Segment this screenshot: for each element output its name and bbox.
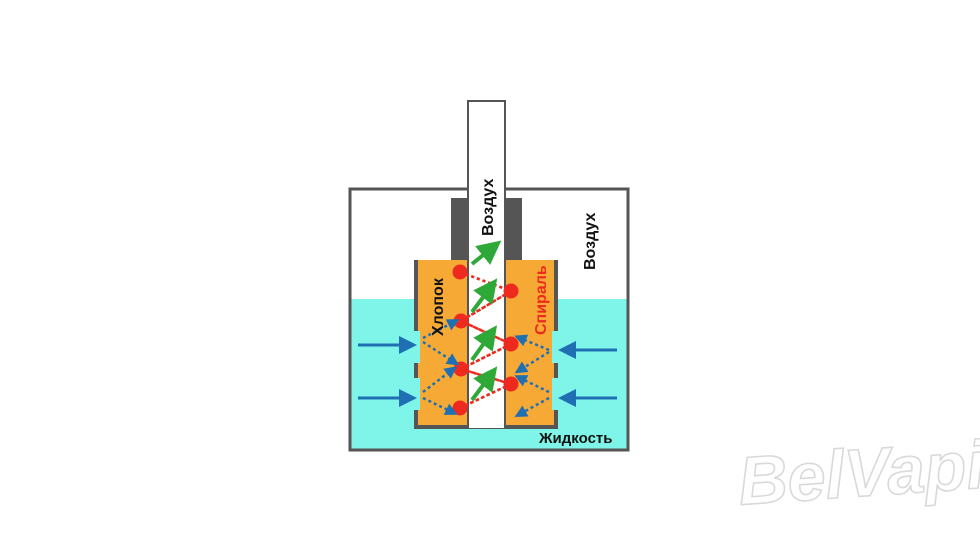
right-intake-bottom	[552, 378, 560, 410]
heat-dot-icon	[452, 400, 468, 416]
vapor-arrows	[470, 240, 502, 402]
air-chimney-label: Воздух	[480, 178, 497, 236]
liquid-inflow-arrows	[358, 336, 617, 407]
heat-dot-icon	[452, 264, 468, 280]
vapor-arrow-icon	[470, 278, 498, 314]
coil-label: Спираль	[533, 265, 550, 335]
heat-dot-icon	[503, 336, 519, 352]
vapor-arrow-icon	[470, 325, 498, 362]
wicking-arrows	[422, 319, 550, 418]
wicking-arrow-icon	[422, 340, 460, 366]
vapor-arrow-icon	[470, 366, 498, 402]
wicking-arrow-icon	[514, 334, 550, 352]
heat-dot-icon	[503, 376, 519, 392]
brand-watermark: BelVaping	[736, 421, 980, 520]
cotton-label: Хлопок	[430, 277, 447, 336]
wicking-arrow-icon	[514, 375, 550, 394]
wicking-arrow-icon	[422, 396, 458, 415]
air-tank-label: Воздух	[582, 212, 599, 270]
liquid-label: Жидкость	[538, 430, 612, 447]
heat-dot-icon	[503, 283, 519, 299]
left-intake-bottom	[412, 378, 420, 410]
heat-dot-icon	[453, 361, 469, 377]
right-intake-top	[552, 331, 560, 363]
wicking-arrow-icon	[422, 366, 457, 393]
vapor-arrow-icon	[470, 240, 502, 266]
left-intake-top	[412, 331, 420, 363]
heat-dot-icon	[453, 313, 469, 329]
